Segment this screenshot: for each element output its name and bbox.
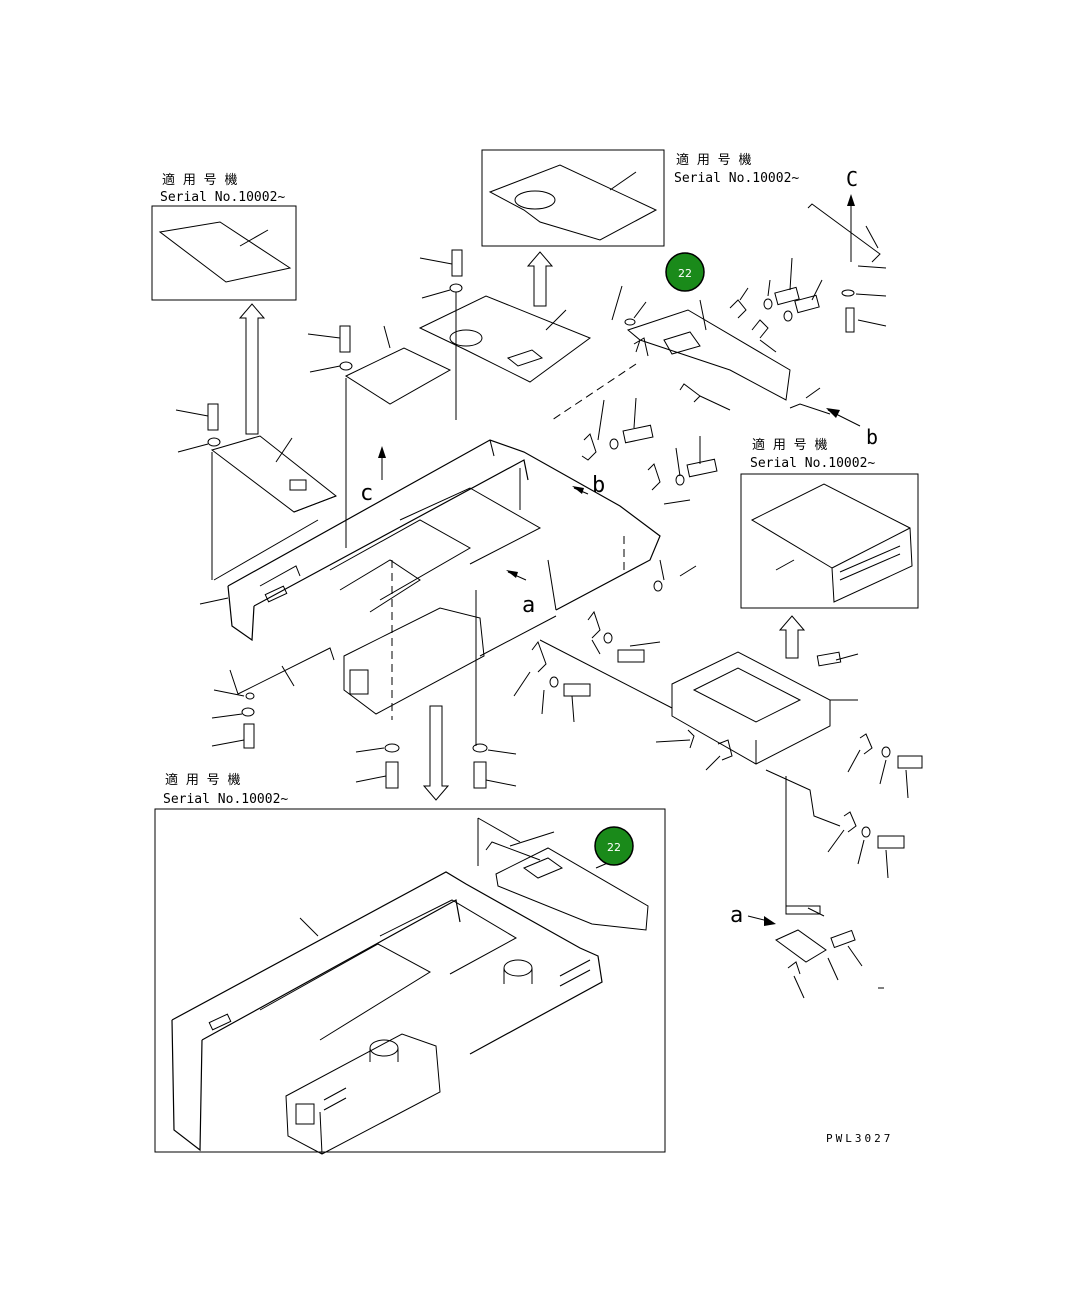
callout-circle	[594, 826, 634, 866]
up-arrow	[238, 303, 266, 435]
inset-mid-right	[740, 473, 919, 609]
inset-top-center	[481, 149, 665, 247]
note-top-right-line1: 適 用 号 機	[676, 152, 751, 168]
note-bottom-line2: Serial No.10002~	[163, 792, 288, 807]
view-letter-b-right: b	[866, 425, 878, 449]
bolt	[339, 325, 351, 353]
view-letter-c: C	[846, 167, 858, 191]
callout-22-top[interactable]: 22	[665, 252, 705, 292]
callout-circle	[665, 252, 705, 292]
view-letter-a-center: a	[522, 593, 535, 618]
left-box-section	[343, 607, 485, 715]
bolt-group	[729, 257, 823, 353]
note-top-left-line1: 適 用 号 機	[162, 172, 237, 188]
lower-right-cover	[539, 639, 859, 827]
frame-outline	[171, 871, 603, 1055]
inset-bottom	[154, 808, 666, 1155]
inset-frame	[481, 149, 665, 247]
bolt	[207, 403, 219, 431]
note-bottom-line1: 適 用 号 機	[165, 772, 240, 788]
callout-label: 22	[607, 841, 621, 854]
inset-frame	[740, 473, 919, 609]
left-floor-plate	[210, 435, 338, 513]
cover-box-part	[750, 483, 913, 603]
up-arrow	[778, 615, 806, 659]
up-arrow	[526, 251, 554, 307]
lower-right-bolts	[827, 733, 923, 879]
bolt	[451, 249, 463, 277]
view-letter-a-lower: a	[730, 903, 743, 928]
note-top-right-line2: Serial No.10002~	[674, 171, 799, 186]
top-plate	[418, 295, 592, 383]
small-cover-plate	[344, 347, 452, 405]
note-top-left-line2: Serial No.10002~	[160, 190, 285, 205]
right-panel-assembly	[611, 285, 831, 415]
inset-frame	[151, 205, 297, 301]
view-letter-c-left: c	[360, 481, 373, 506]
main-frame-assembly: c b a	[199, 363, 661, 746]
inset-frame	[154, 808, 666, 1153]
cover-box	[671, 651, 831, 765]
inset-top-left: 適 用 号 機 Serial No.10002~	[151, 172, 297, 301]
down-arrow	[422, 705, 450, 801]
callout-label: 22	[678, 267, 692, 280]
box-section	[285, 1033, 441, 1155]
rod-part	[229, 647, 335, 695]
note-mid-right-line2: Serial No.10002~	[750, 456, 875, 471]
washer	[449, 283, 463, 293]
bracket-plate	[775, 929, 827, 963]
note-mid-right-line1: 適 用 号 機	[752, 437, 827, 453]
drawing-code: PWL3027	[826, 1132, 893, 1145]
right-cover-panel	[495, 847, 649, 931]
clip-bolt-group	[513, 397, 718, 723]
bracket-rod	[807, 203, 881, 263]
cover-panel	[626, 309, 791, 401]
view-letter-b-center: b	[592, 473, 605, 498]
floor-plate-part	[158, 221, 292, 283]
callout-22-bottom[interactable]: 22	[594, 826, 634, 866]
cover-plate-part	[488, 164, 658, 241]
